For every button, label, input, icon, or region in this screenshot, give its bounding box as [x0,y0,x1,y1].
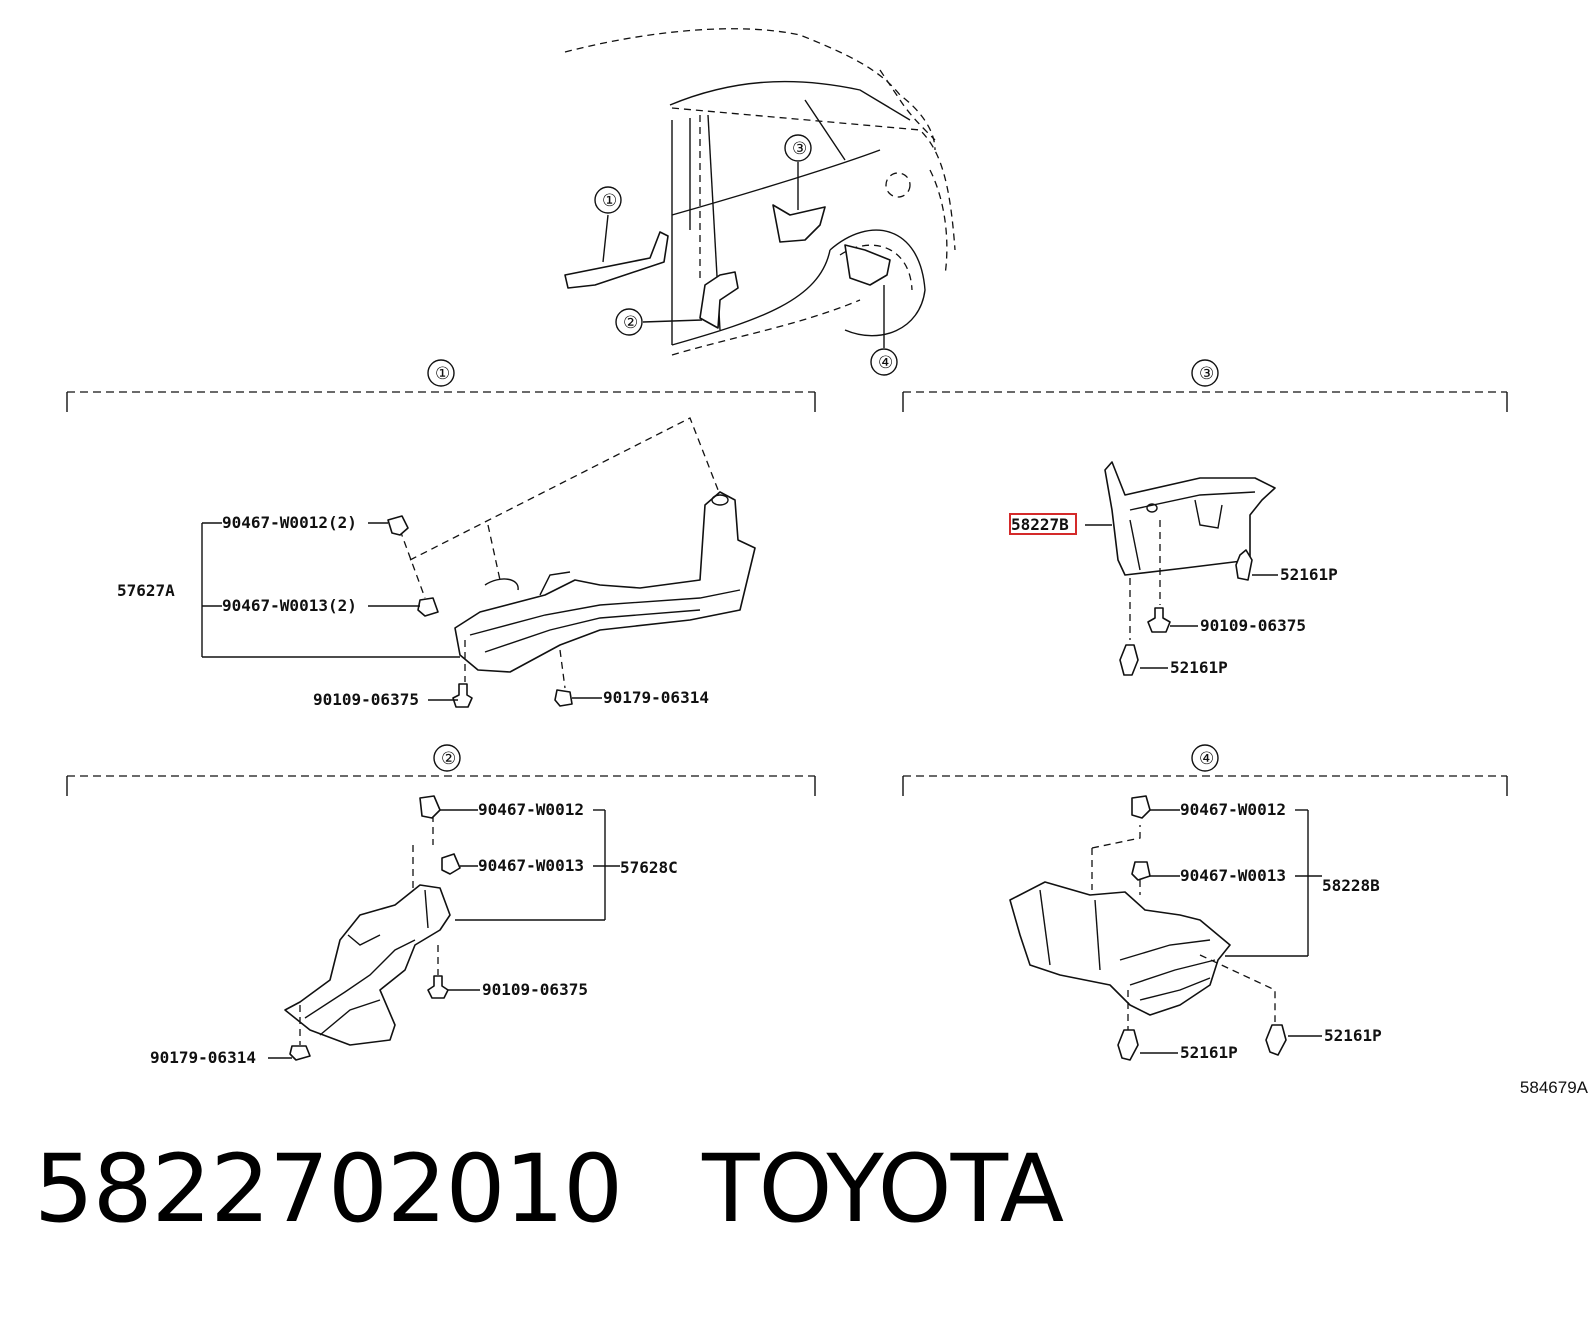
footer-caption: 5822702010 TOYOTA [34,1135,1064,1244]
s4-label-58228B: 58228B [1322,876,1380,895]
s4-label-90467-W0013: 90467-W0013 [1180,866,1286,885]
overview-callout-2: ② [623,313,638,333]
s4-label-90467-W0012: 90467-W0012 [1180,800,1286,819]
section3-callout: ③ [1199,364,1214,384]
s1-label-90179-06314: 90179-06314 [603,688,709,707]
footer-brand: TOYOTA [702,1135,1064,1244]
s2-label-90467-W0012: 90467-W0012 [478,800,584,819]
vehicle-overview: ① ② ③ ④ [564,28,956,376]
s1-label-90467-W0012: 90467-W0012(2) [222,513,357,532]
s1-label-57627A: 57627A [117,581,175,600]
s2-label-90179-06314: 90179-06314 [150,1048,256,1067]
section-2: ② 90467-W0012 90467-W0013 57628C 90109-0… [66,744,816,1067]
section2-callout: ② [441,749,456,769]
section1-callout: ① [435,364,450,384]
footer-part-number: 5822702010 [34,1135,623,1244]
s2-label-57628C: 57628C [620,858,678,877]
highlight-box [1009,513,1077,535]
s1-label-90467-W0013: 90467-W0013(2) [222,596,357,615]
s1-label-90109-06375: 90109-06375 [313,690,419,709]
overview-callout-3: ③ [792,139,807,159]
overview-callout-1: ① [602,191,617,211]
section4-callout: ④ [1199,749,1214,769]
s2-label-90109-06375: 90109-06375 [482,980,588,999]
s3-label-52161P-right: 52161P [1280,565,1338,584]
section-3: ③ 58227B 52161P 90109-06375 52161P [902,359,1508,677]
section-4: ④ 90467-W0012 90467-W0013 58228B 52161P … [902,744,1508,1062]
parts-diagram: ① ② ③ ④ ① [66,28,1589,1097]
s3-label-58227B: 58227B [1011,515,1069,534]
s3-label-52161P-bottom: 52161P [1170,658,1228,677]
s3-label-90109-06375: 90109-06375 [1200,616,1306,635]
overview-callout-4: ④ [878,353,893,373]
section-1: ① 90467-W0012(2) 90467-W0013(2) 57627A 9… [66,359,816,709]
s2-label-90467-W0013: 90467-W0013 [478,856,584,875]
s4-label-52161P-right: 52161P [1324,1026,1382,1045]
s4-label-52161P-left: 52161P [1180,1043,1238,1062]
figure-id: 584679A [1520,1078,1589,1097]
